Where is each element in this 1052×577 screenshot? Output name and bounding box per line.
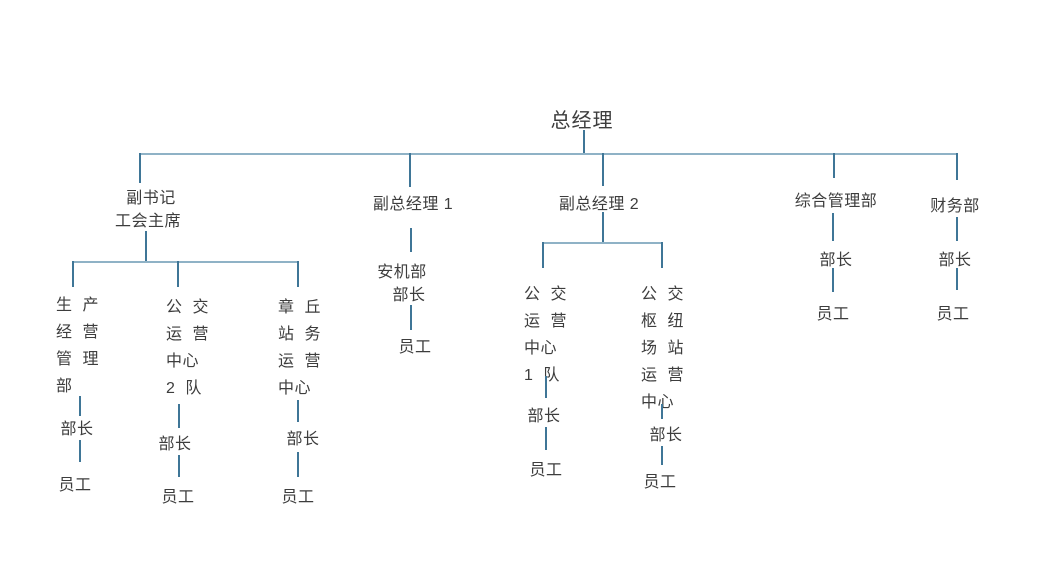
connector-root-tick [583,130,585,153]
connector-drop-bus-center-2 [177,261,179,287]
role-hub-center-staff: 员工 [643,474,677,491]
role-production-staff: 员工 [58,477,92,494]
role-anji-head: 部长 [392,287,426,304]
org-unit-name-line: 中心 [166,353,200,370]
connector-production-tick-2 [79,440,81,462]
node-deputy-secretary-line1: 副书记 [126,190,176,207]
connector-drop-finance-dept [956,153,958,180]
connector-deputy-gm-1-tick [410,228,412,252]
connector-admin-tick-1 [832,213,834,241]
role-production-head: 部长 [60,421,94,438]
role-finance-head: 部长 [938,252,972,269]
org-unit-name-line: 公 交 [524,286,567,303]
node-deputy-gm-2: 副总经理 2 [558,196,640,213]
org-unit-name-line: 中心 [641,394,675,411]
node-bus-center-1: 公 交 运 营 中心 1 队 [524,281,567,389]
connector-finance-tick-2 [956,268,958,290]
role-bus-center-2-staff: 员工 [161,489,195,506]
connector-drop-deputy-secretary [139,153,141,183]
node-admin-dept: 综合管理部 [794,193,878,210]
node-production-dept: 生 产 经 营 管 理 部 [56,292,99,400]
org-unit-name-line: 运 营 [278,353,321,370]
org-unit-name-line: 经 营 [56,324,99,341]
org-unit-name-line: 生 产 [56,297,99,314]
org-unit-name-line: 枢 纽 [641,313,684,330]
connector-bus-center-2-tick-2 [178,455,180,477]
node-deputy-secretary-line2: 工会主席 [114,213,182,230]
connector-bus-center-2-tick-1 [178,404,180,428]
connector-finance-tick-1 [956,217,958,241]
org-unit-name-line: 公 交 [166,299,209,316]
org-unit-name-line: 运 营 [166,326,209,343]
org-unit-name-line: 站 务 [278,326,321,343]
role-anji-staff: 员工 [398,339,432,356]
org-unit-name-line: 场 站 [641,340,684,357]
connector-drop-deputy-gm-2 [602,153,604,186]
org-unit-name-line: 1 队 [524,367,560,384]
org-unit-name-line: 部 [56,378,73,395]
org-unit-name-line: 中心 [524,340,558,357]
org-unit-name-line: 2 队 [166,380,202,397]
node-deputy-gm-1: 副总经理 1 [372,196,454,213]
connector-main-rail [139,153,958,155]
role-admin-head: 部长 [819,252,853,269]
connector-drop-hub-center [661,242,663,268]
connector-hub-center-tick-2 [661,446,663,465]
node-general-manager: 总经理 [550,110,614,132]
connector-production-tick-1 [79,396,81,416]
role-finance-staff: 员工 [936,306,970,323]
connector-drop-admin-dept [833,153,835,178]
org-unit-name-line: 运 营 [524,313,567,330]
role-bus-center-2-head: 部长 [158,436,192,453]
connector-drop-deputy-gm-1 [409,153,411,187]
node-finance-dept: 财务部 [930,198,980,215]
node-zhangqiu-center: 章 丘 站 务 运 营 中心 [278,294,321,402]
connector-anji-tick [410,305,412,330]
role-bus-center-1-staff: 员工 [529,462,563,479]
node-hub-center: 公 交 枢 纽 场 站 运 营 中心 [641,281,684,416]
org-unit-name-line: 章 丘 [278,299,321,316]
connector-deputy-gm-2-rail [542,242,663,244]
connector-drop-production-dept [72,261,74,287]
role-admin-staff: 员工 [816,306,850,323]
connector-deputy-secretary-rail [72,261,299,263]
org-unit-name-line: 管 理 [56,351,99,368]
connector-zhangqiu-tick-2 [297,452,299,477]
connector-drop-zhangqiu-center [297,261,299,287]
role-hub-center-head: 部长 [649,427,683,444]
role-bus-center-1-head: 部长 [527,408,561,425]
role-zhangqiu-head: 部长 [286,431,320,448]
connector-zhangqiu-tick-1 [297,400,299,422]
connector-deputy-secretary-tick [145,231,147,261]
org-unit-name-line: 运 营 [641,367,684,384]
org-unit-name-line: 中心 [278,380,312,397]
connector-drop-bus-center-1 [542,242,544,268]
node-anji-dept: 安机部 [377,264,427,281]
connector-admin-tick-2 [832,268,834,292]
role-zhangqiu-staff: 员工 [281,489,315,506]
node-bus-center-2: 公 交 运 营 中心 2 队 [166,294,209,402]
org-unit-name-line: 公 交 [641,286,684,303]
connector-deputy-gm-2-tick [602,212,604,243]
connector-bus-center-1-tick-1 [545,376,547,398]
connector-hub-center-tick-1 [661,404,663,419]
connector-bus-center-1-tick-2 [545,427,547,450]
